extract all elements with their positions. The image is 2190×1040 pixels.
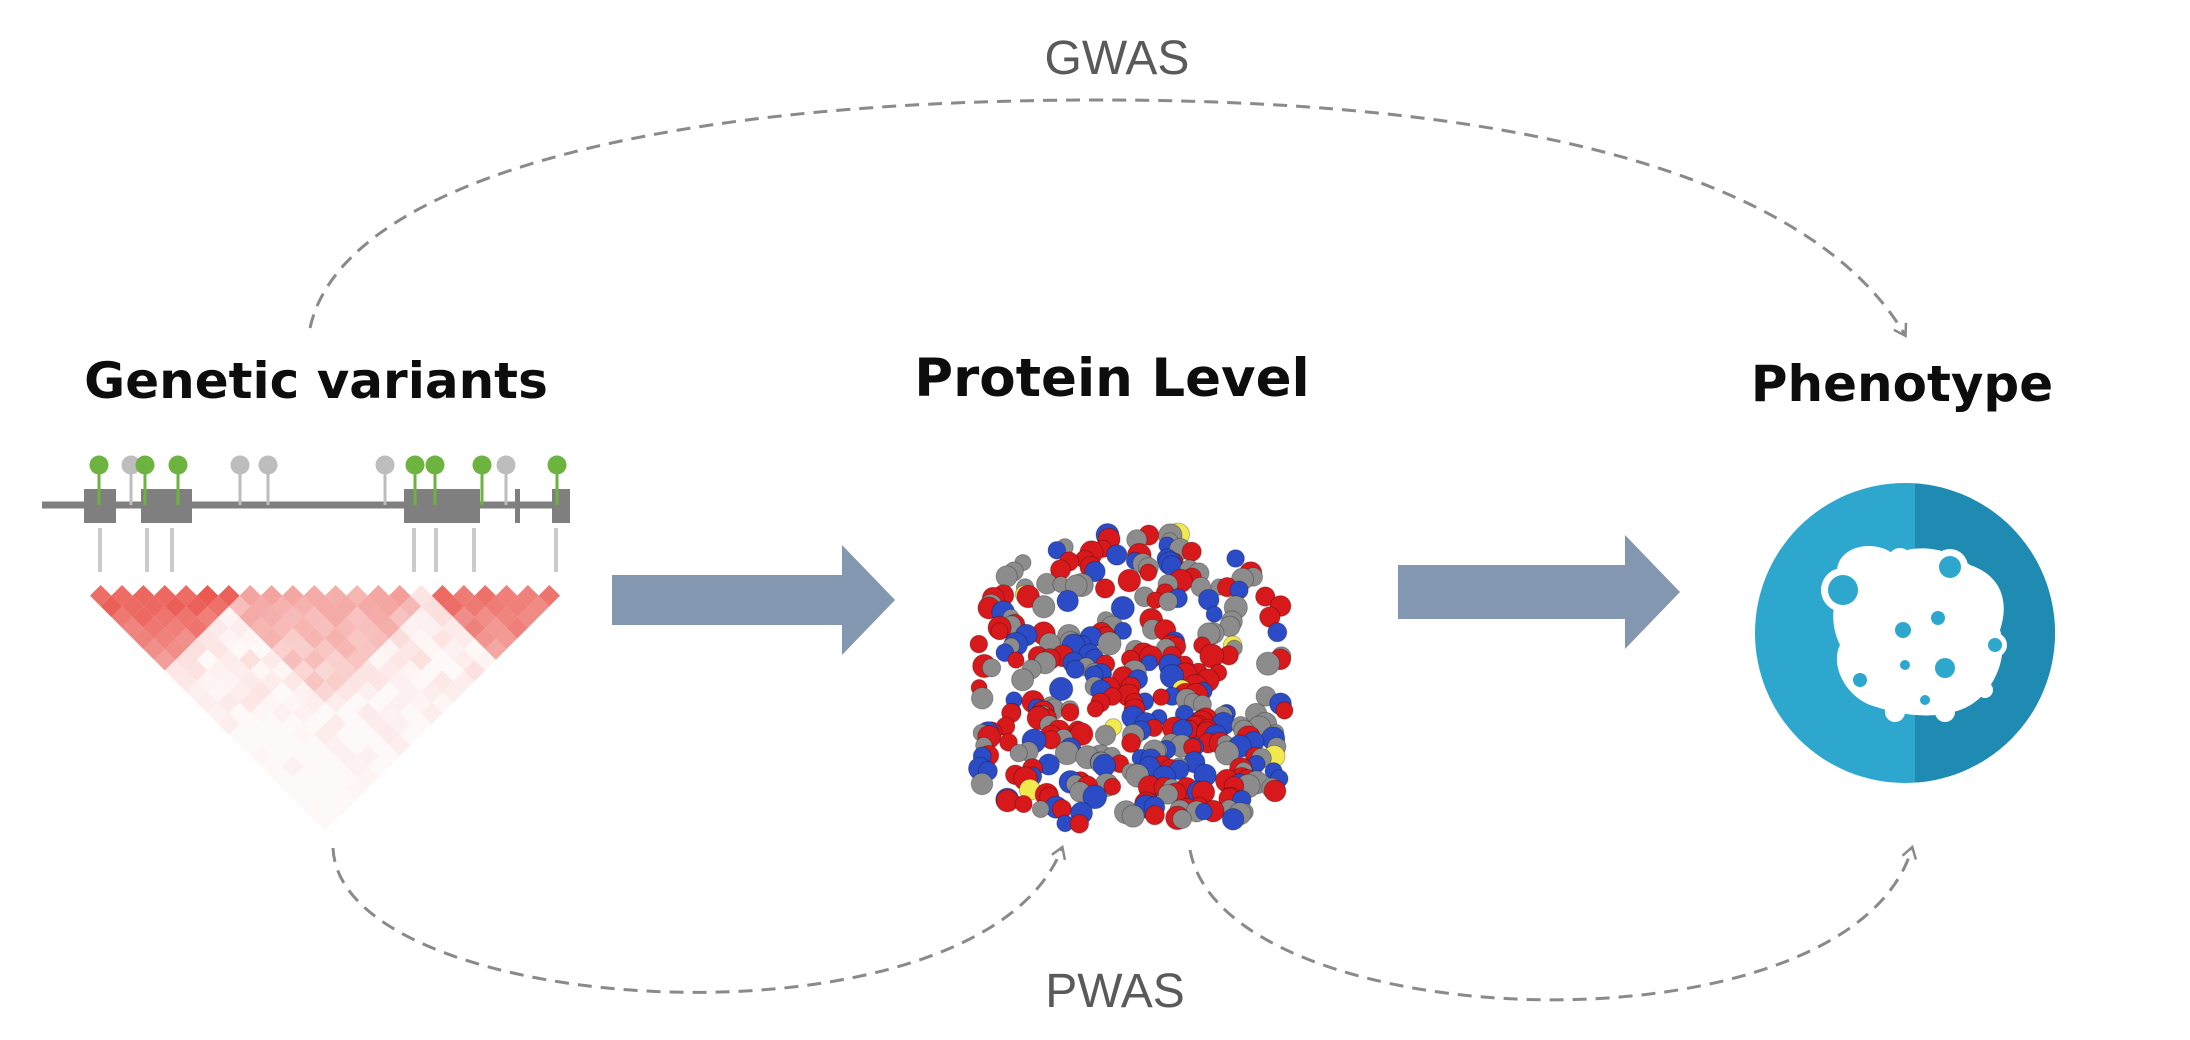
cell-vesicle xyxy=(1828,575,1858,605)
gwas-label: GWAS xyxy=(1045,32,1190,85)
cell-vesicle xyxy=(1895,622,1911,638)
cell-vesicle xyxy=(1900,660,1910,670)
variant-pin-gray xyxy=(258,455,278,475)
cell-vesicle xyxy=(1988,638,2002,652)
variant-pin-gray xyxy=(496,455,516,475)
protein-level-title: Protein Level xyxy=(914,348,1309,409)
variant-pin-gray xyxy=(230,455,250,475)
cell-icon xyxy=(1755,483,2055,783)
gene-variants-icon xyxy=(42,455,570,820)
variant-pin-green xyxy=(89,455,109,475)
variant-pin-gray xyxy=(121,455,141,475)
variant-pin-gray xyxy=(375,455,395,475)
cell-vesicle xyxy=(1931,611,1945,625)
pwas-arrow-variants-to-protein xyxy=(331,848,1062,994)
gene-track xyxy=(42,489,570,523)
phenotype-title: Phenotype xyxy=(1751,355,2053,413)
cell-body xyxy=(1821,546,2007,722)
variant-pin-green xyxy=(425,455,445,475)
cell-membrane xyxy=(1833,546,2004,716)
variant-pin-green xyxy=(135,455,155,475)
gwas-dashed-arrow xyxy=(308,98,1905,335)
block-arrow-protein-to-phenotype xyxy=(1398,535,1680,649)
cell-vesicle xyxy=(1920,695,1930,705)
block-arrow-variants-to-protein xyxy=(612,545,895,655)
variant-pin-green xyxy=(472,455,492,475)
cell-bubble xyxy=(1885,702,1905,722)
genetic-variants-title: Genetic variants xyxy=(84,352,548,410)
cell-vesicle xyxy=(1935,658,1955,678)
variant-pin-green xyxy=(405,455,425,475)
protein-icon xyxy=(968,522,1294,834)
variant-pin-green xyxy=(168,455,188,475)
variant-pin-green xyxy=(547,455,567,475)
cell-vesicle xyxy=(1853,673,1867,687)
pwas-label: PWAS xyxy=(1045,965,1185,1018)
ld-heatmap xyxy=(90,585,560,820)
cell-vesicle xyxy=(1939,556,1961,578)
pwas-arrow-protein-to-phenotype xyxy=(1188,848,1912,1002)
cell-bubble xyxy=(1888,548,1912,572)
snp-labels xyxy=(98,528,558,572)
variant-pins xyxy=(89,455,567,505)
cell-bubble xyxy=(1977,682,1993,698)
cell-bubble xyxy=(1935,702,1955,722)
